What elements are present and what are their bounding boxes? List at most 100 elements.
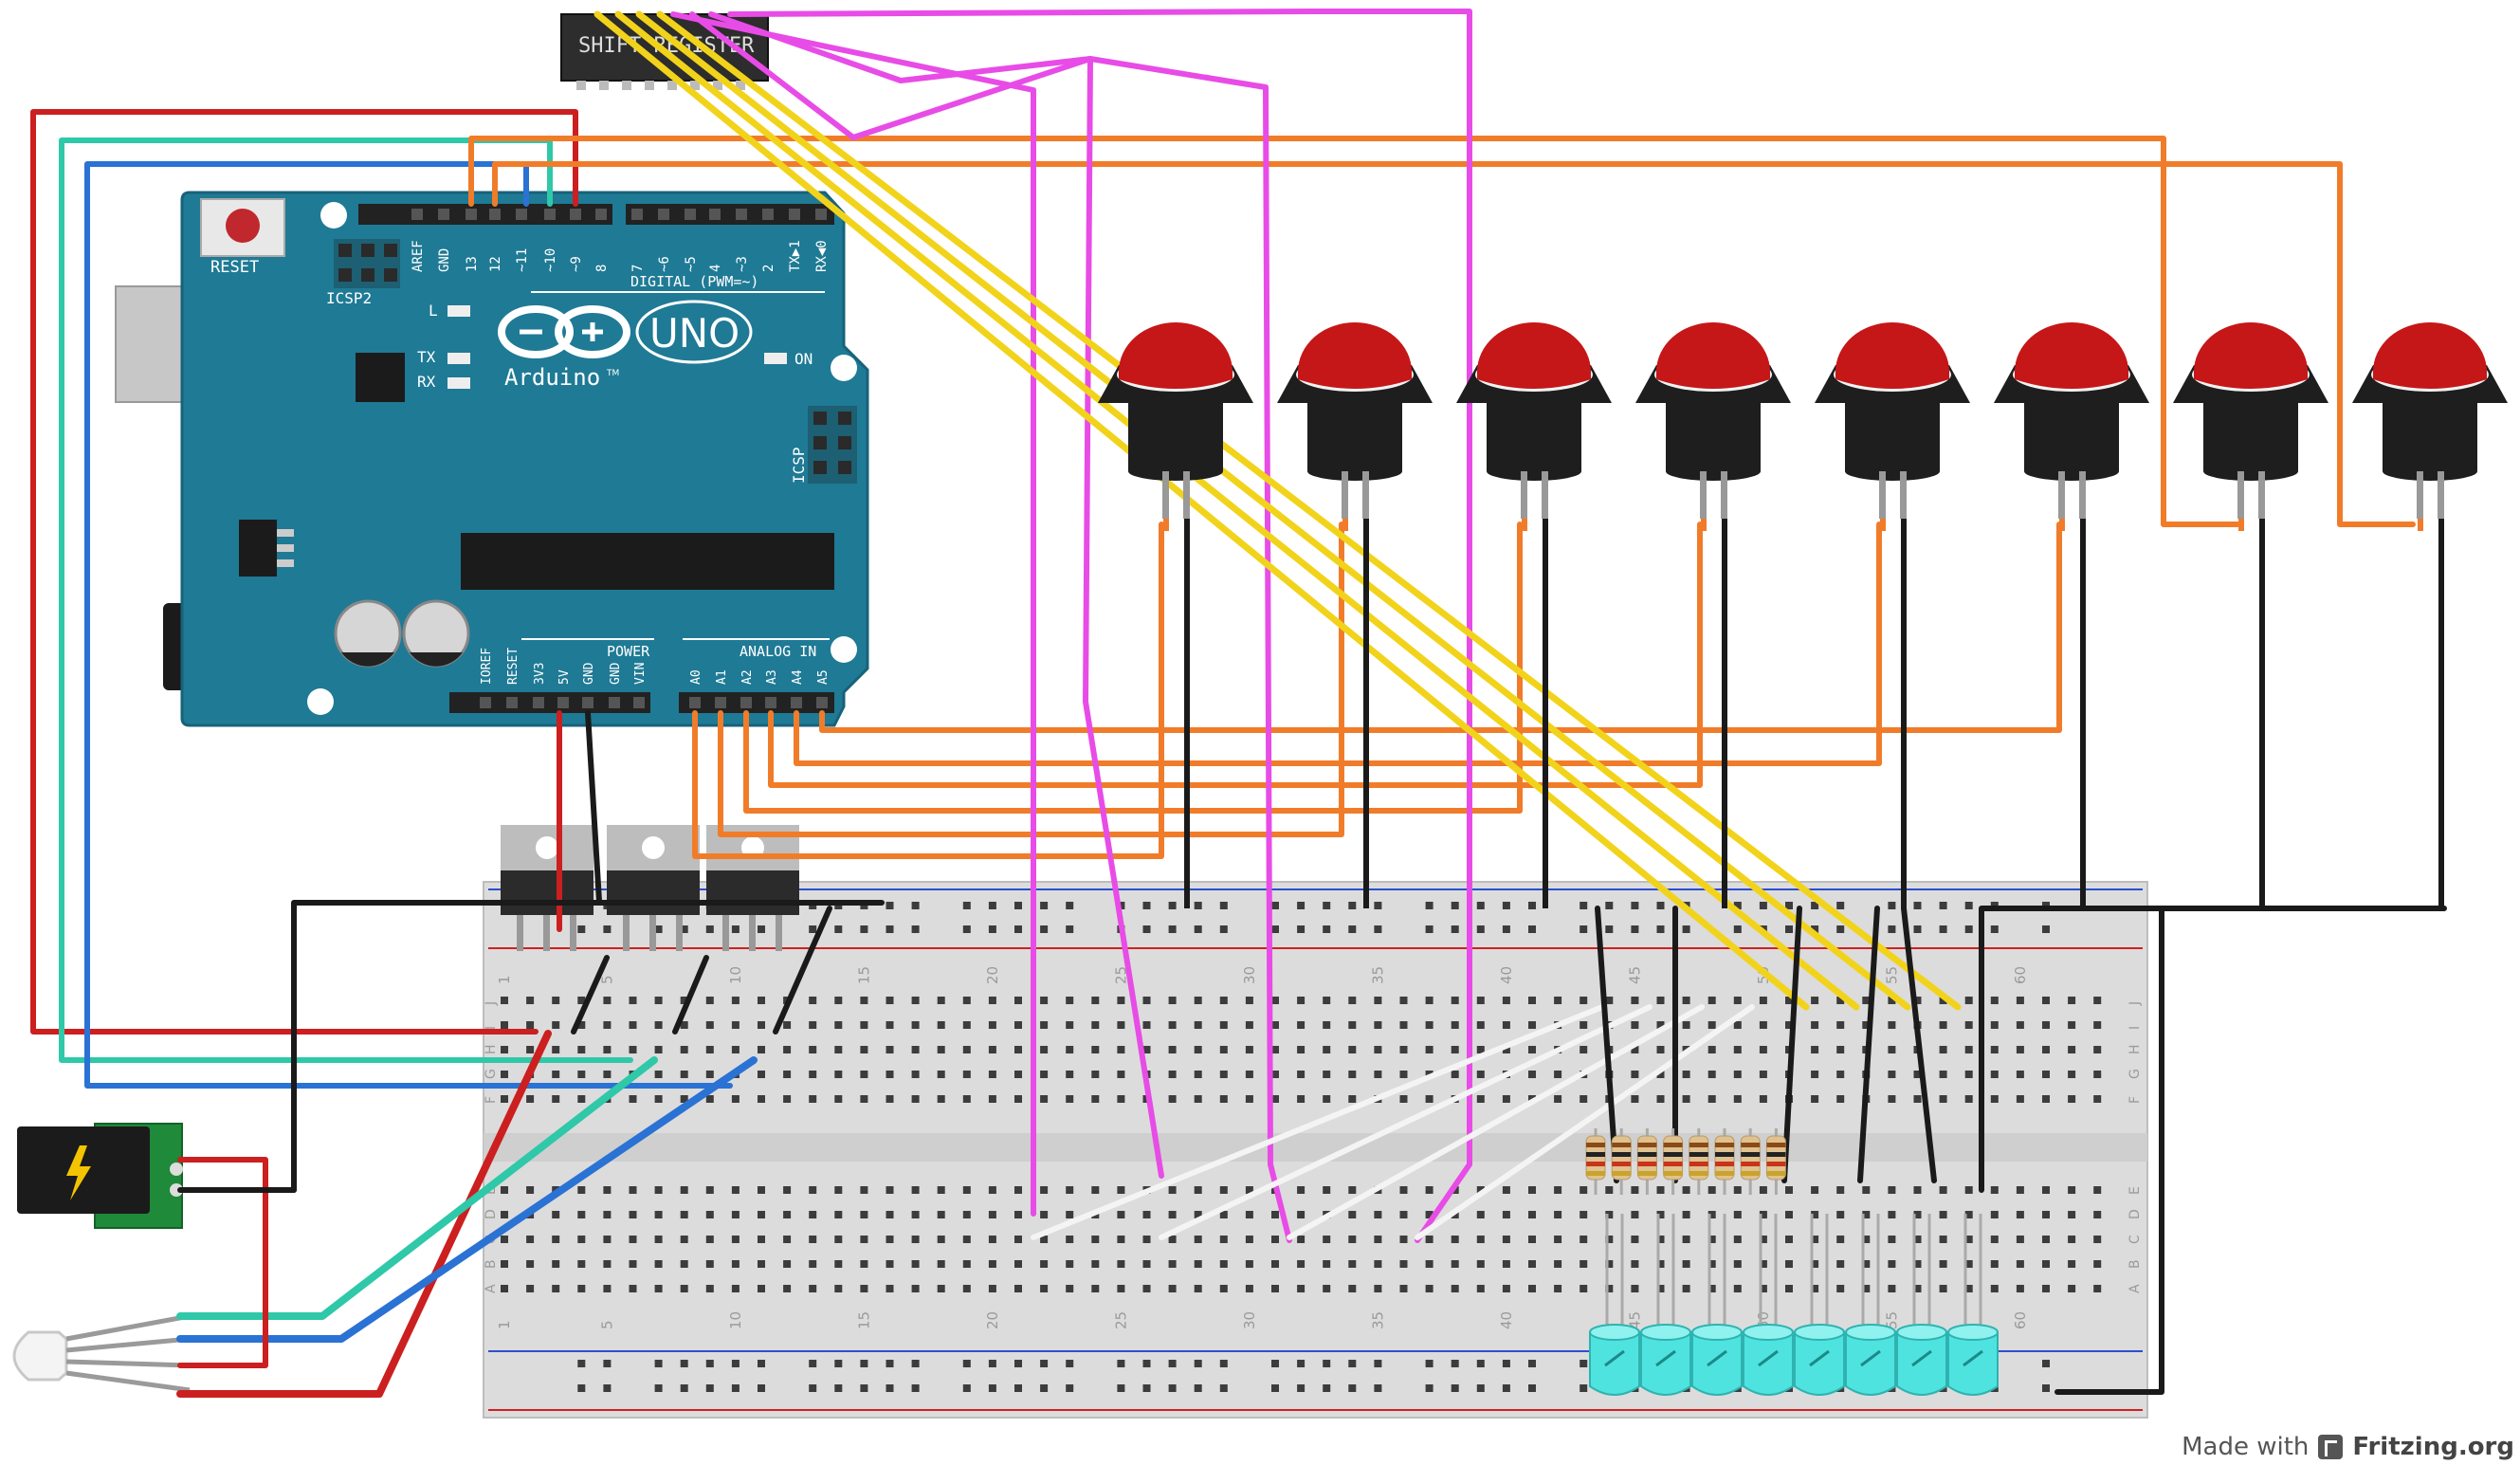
rail-hole [1374, 925, 1382, 933]
rail-hole [1348, 1384, 1357, 1392]
breadboard-hole [1066, 1021, 1074, 1029]
capacitor [334, 599, 402, 668]
arduino-brand-text: Arduino [504, 364, 600, 391]
breadboard-hole [962, 1211, 971, 1218]
breadboard-hole [1913, 1071, 1922, 1078]
breadboard-hole [1117, 997, 1125, 1004]
breadboard-hole [2093, 1186, 2102, 1194]
breadboard-hole [1399, 1236, 1408, 1243]
breadboard-hole [1425, 1260, 1433, 1268]
breadboard-hole [705, 1071, 714, 1078]
breadboard-hole [1194, 1211, 1202, 1218]
breadboard-hole [1297, 1186, 1306, 1194]
breadboard-hole [1605, 1285, 1614, 1292]
push-button[interactable] [1635, 322, 1791, 519]
breadboard-hole [629, 1260, 637, 1268]
breadboard-hole [1759, 1095, 1767, 1103]
rail-hole [1142, 1360, 1151, 1367]
breadboard-hole [1040, 1211, 1049, 1218]
breadboard-hole [1939, 1186, 1947, 1194]
breadboard-hole [988, 1285, 996, 1292]
breadboard-hole [1580, 1186, 1588, 1194]
breadboard-hole [731, 1186, 740, 1194]
breadboard-hole [1245, 1071, 1253, 1078]
breadboard-hole [526, 1285, 535, 1292]
breadboard-hole [2068, 997, 2076, 1004]
breadboard-hole [603, 1071, 612, 1078]
push-button[interactable] [1456, 322, 1612, 519]
row-letter: A [484, 1284, 499, 1293]
row-letter: B [484, 1259, 499, 1269]
push-button[interactable] [2352, 322, 2508, 519]
rail-hole [988, 1360, 996, 1367]
magenta-wire [708, 11, 1292, 1243]
breadboard-hole [860, 1095, 868, 1103]
breadboard-hole [758, 1046, 765, 1053]
breadboard-hole [860, 1046, 868, 1053]
column-number: 15 [855, 966, 872, 984]
rail-hole [1323, 1384, 1331, 1392]
breadboard-hole [680, 1260, 688, 1268]
breadboard-hole [526, 1046, 535, 1053]
push-button[interactable] [2173, 322, 2328, 519]
led [1947, 1214, 1999, 1396]
resistor [1740, 1128, 1761, 1195]
breadboard-hole [962, 1186, 971, 1194]
breadboard-hole [783, 1260, 792, 1268]
breadboard-hole [501, 1046, 508, 1053]
breadboard-hole [1297, 1046, 1306, 1053]
digital-label: DIGITAL (PWM=~) [630, 273, 758, 290]
button-cap[interactable] [2194, 322, 2308, 389]
breadboard-hole [1323, 1285, 1331, 1292]
breadboard-hole [1117, 1095, 1125, 1103]
rail-hole [705, 925, 714, 933]
button-cap[interactable] [1835, 322, 1949, 389]
breadboard-hole [1014, 1211, 1022, 1218]
breadboard-hole [1580, 1046, 1588, 1053]
rail-hole [1836, 925, 1845, 933]
breadboard-hole [1451, 1236, 1459, 1243]
rail-hole [1297, 1384, 1306, 1392]
digital-pin-label: 13 [465, 256, 480, 272]
breadboard-hole [1733, 1236, 1742, 1243]
push-button[interactable] [1994, 322, 2149, 519]
breadboard-hole [1759, 1260, 1767, 1268]
black-wire [585, 710, 602, 904]
rail-hole [705, 1384, 714, 1392]
breadboard-hole [1554, 1211, 1562, 1218]
breadboard-hole [577, 1285, 586, 1292]
rail-hole [731, 925, 740, 933]
breadboard-hole [1811, 1211, 1819, 1218]
button-cap[interactable] [1477, 322, 1591, 389]
rail-hole [1219, 925, 1228, 933]
button-cap[interactable] [2015, 322, 2128, 389]
breadboard-hole [1990, 1095, 1999, 1103]
breadboard-hole [1939, 1021, 1947, 1029]
breadboard-hole [1066, 1236, 1074, 1243]
breadboard-hole [911, 997, 920, 1004]
button-cap[interactable] [1656, 322, 1770, 389]
breadboard-hole [2042, 997, 2050, 1004]
push-button[interactable] [1098, 322, 1253, 519]
button-cap[interactable] [1298, 322, 1412, 389]
button-cap[interactable] [2373, 322, 2487, 389]
push-button[interactable] [1277, 322, 1433, 519]
row-letter: C [2127, 1235, 2143, 1244]
breadboard-hole [937, 997, 945, 1004]
breadboard-hole [1888, 1236, 1896, 1243]
header-pin [438, 209, 449, 220]
breadboard-hole [1245, 1021, 1253, 1029]
icsp2-label: ICSP2 [326, 289, 372, 307]
breadboard-hole [680, 1285, 688, 1292]
breadboard-hole [2068, 1046, 2076, 1053]
rail-hole [1271, 925, 1279, 933]
reset-button-cap[interactable] [226, 209, 260, 243]
breadboard-hole [834, 1211, 843, 1218]
breadboard-hole [1297, 1211, 1306, 1218]
leds [1589, 1214, 1999, 1396]
button-cap[interactable] [1119, 322, 1233, 389]
rail-hole [1759, 902, 1767, 909]
push-button[interactable] [1815, 322, 1970, 519]
breadboard-hole [1939, 1071, 1947, 1078]
breadboard-hole [1194, 1095, 1202, 1103]
